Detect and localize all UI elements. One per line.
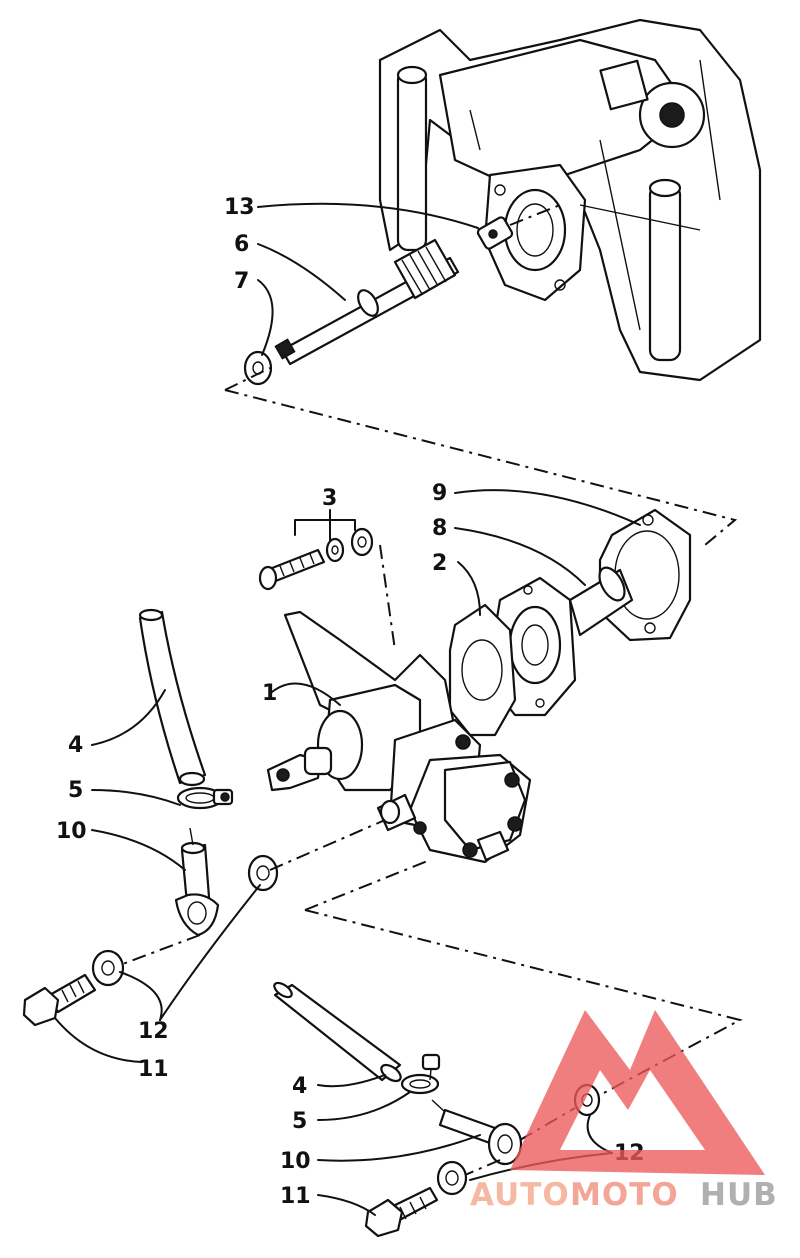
callout-labels: 13 6 7 3 9 8 2 1 4 5 10 12 11 4 5 10 11 … — [56, 195, 645, 1209]
callout-11-left: 11 — [138, 1057, 169, 1082]
part-4-hose-left — [138, 608, 207, 787]
logo-text-moto: MOTO — [570, 1177, 679, 1213]
part-5-clamp-left — [176, 786, 234, 810]
part-2-gasket — [448, 603, 517, 737]
watermark-logo: AUTO MOTO HUB — [470, 1010, 778, 1213]
part-12-washer-left-upper — [247, 854, 279, 892]
callout-1: 1 — [262, 681, 277, 706]
callout-10-right: 10 — [280, 1149, 311, 1174]
part-1-pump-body — [266, 610, 532, 864]
part-5-clamp-right — [400, 1053, 441, 1095]
part-8-flange — [493, 566, 634, 717]
callout-10-left: 10 — [56, 819, 87, 844]
callout-13: 13 — [224, 195, 255, 220]
leader-lines — [54, 202, 641, 1216]
part-6-drive-shaft — [274, 238, 460, 366]
part-10-fitting-left — [174, 827, 220, 937]
part-12-washer-left-lower — [91, 949, 125, 987]
part-3-screw-washers — [258, 527, 374, 591]
callout-4-right: 4 — [292, 1074, 307, 1099]
callout-11-right: 11 — [280, 1184, 311, 1209]
callout-2: 2 — [432, 551, 447, 576]
logo-text-auto: AUTO — [470, 1177, 570, 1213]
callout-12-left: 12 — [138, 1019, 169, 1044]
callout-4-left: 4 — [68, 733, 83, 758]
engine-block — [378, 18, 762, 382]
callout-5-left: 5 — [68, 778, 83, 803]
logo-text-hub: HUB — [700, 1177, 778, 1213]
callout-3: 3 — [322, 486, 337, 511]
part-4-hose-right — [273, 981, 402, 1083]
part-11-banjo-bolt-left — [22, 973, 97, 1027]
callout-5-right: 5 — [292, 1109, 307, 1134]
callout-7: 7 — [234, 269, 249, 294]
part-11-banjo-bolt-right — [364, 1186, 439, 1238]
callout-6: 6 — [234, 232, 249, 257]
callout-8: 8 — [432, 516, 447, 541]
part-10-fitting-right — [431, 1099, 523, 1166]
part-13-sleeve — [476, 216, 514, 250]
part-7-washer — [243, 350, 273, 386]
logo-triangle-icon — [510, 1010, 765, 1175]
callout-9: 9 — [432, 481, 447, 506]
part-12-washer-right-lower — [436, 1160, 468, 1196]
